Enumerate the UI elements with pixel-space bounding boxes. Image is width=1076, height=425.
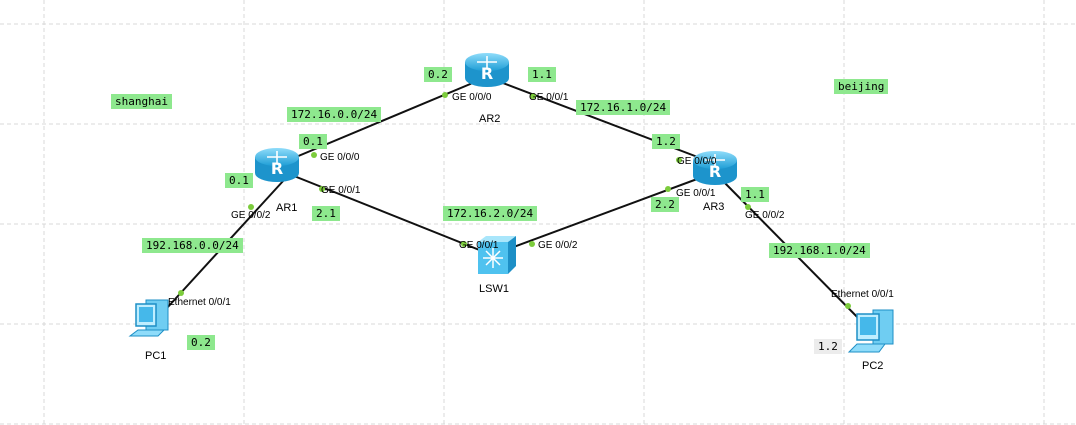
router-ar2[interactable]: R: [463, 48, 511, 92]
svg-text:R: R: [271, 159, 283, 178]
port-label-ar3-ge002: GE 0/0/2: [745, 210, 785, 221]
net-label-ar1-ar3: 172.16.2.0/24: [443, 206, 538, 221]
site-label-beijing: beijing: [834, 79, 889, 94]
device-name-ar3: AR3: [703, 201, 725, 213]
port-dot: [319, 186, 325, 192]
net-label-ar3-pc2: 192.168.1.0/24: [769, 243, 870, 258]
port-dot: [745, 204, 751, 210]
switch-lsw1[interactable]: [474, 234, 518, 276]
link-lsw1-ar3: [491, 171, 717, 256]
net-label-ar1-pc1: 192.168.0.0/24: [142, 238, 243, 253]
port-dot: [442, 92, 448, 98]
pc1-icon[interactable]: [128, 296, 182, 342]
host-label-ar1-ge001: 2.1: [312, 206, 340, 221]
host-label-pc2: 1.2: [814, 339, 842, 354]
host-label-ar2-ge001: 1.1: [528, 67, 556, 82]
device-name-lsw1: LSW1: [479, 283, 509, 295]
svg-text:R: R: [709, 162, 721, 181]
port-dot: [676, 157, 682, 163]
port-label-pc2-eth: Ethernet 0/0/1: [831, 289, 894, 300]
port-dot: [178, 290, 184, 296]
host-label-ar1-ge000: 0.1: [299, 134, 327, 149]
host-label-ar3-ge001: 2.2: [651, 197, 679, 212]
port-dot: [845, 303, 851, 309]
port-dot: [248, 204, 254, 210]
link-ar1-lsw1: [283, 171, 493, 256]
pc2-icon[interactable]: [847, 306, 901, 356]
device-name-ar1: AR1: [276, 202, 298, 214]
host-label-ar3-ge000: 1.2: [652, 134, 680, 149]
port-label-ar1-ge002: GE 0/0/2: [231, 210, 271, 221]
port-label-ar2-ge000: GE 0/0/0: [452, 92, 492, 103]
host-label-ar3-ge002: 1.1: [741, 187, 769, 202]
port-dot: [311, 152, 317, 158]
port-dot: [665, 186, 671, 192]
port-label-pc1-eth: Ethernet 0/0/1: [168, 297, 231, 308]
port-label-lsw1-ge002: GE 0/0/2: [538, 240, 578, 251]
net-label-ar2-ar3: 172.16.1.0/24: [576, 100, 671, 115]
link-ar2-ar3: [486, 76, 717, 165]
port-label-ar2-ge001: GE 0/0/1: [529, 92, 569, 103]
host-label-ar2-ge000: 0.2: [424, 67, 452, 82]
site-label-shanghai: shanghai: [111, 94, 172, 109]
host-label-pc1: 0.2: [187, 335, 215, 350]
port-dot: [529, 241, 535, 247]
device-name-pc1: PC1: [145, 350, 167, 362]
device-name-ar2: AR2: [479, 113, 501, 125]
port-label-lsw1-ge001: GE 0/0/1: [459, 240, 499, 251]
router-ar3[interactable]: R: [691, 146, 739, 190]
net-label-ar1-ar2: 172.16.0.0/24: [287, 107, 382, 122]
port-dot: [530, 93, 536, 99]
port-label-ar3-ge000: GE 0/0/0: [677, 156, 717, 167]
port-label-ar1-ge001: GE 0/0/1: [321, 185, 361, 196]
device-name-pc2: PC2: [862, 360, 884, 372]
port-label-ar3-ge001: GE 0/0/1: [676, 188, 716, 199]
svg-text:R: R: [481, 64, 493, 83]
port-label-ar1-ge000: GE 0/0/0: [320, 152, 360, 163]
router-ar1[interactable]: R: [253, 143, 301, 187]
host-label-ar1-ge002: 0.1: [225, 173, 253, 188]
port-dot: [461, 241, 467, 247]
